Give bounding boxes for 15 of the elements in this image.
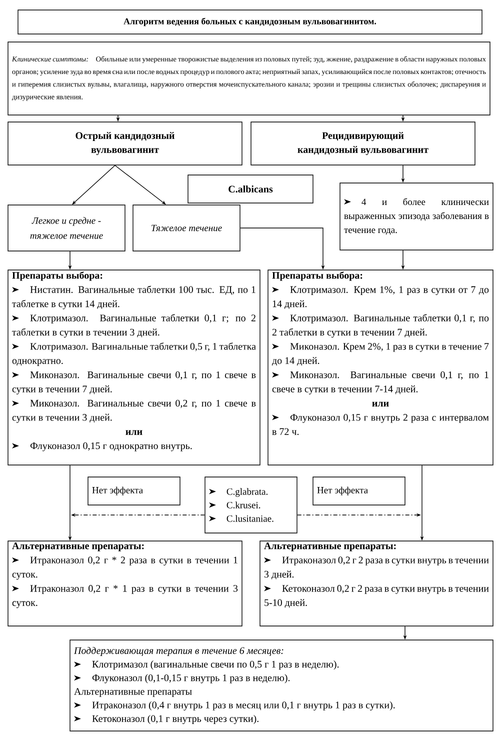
title-box: Алгоритм ведения больных с кандидозным вульвовагинитом. — [18, 10, 482, 34]
treatment-box: Препараты выбора: Клотримазол. Крем 1%, 1 раз в сутки от 7 до 14 дней. Клотримазол. Вагинальные таблетки 0,1 г, по 2 таблетки в сутки в течении 7 дней. Миконазол. Крем 2%, 1 раз в сутки в течение 7 до 14 дней. Миконазол. Вагинальные свечи 0,1 г, по 1 свече в сутки в течении 7-14 дней. или Флуконазол 0,15 г внутрь 2 раза с интервалом в 72 ч. — [268, 270, 494, 466]
result-box: Нет эффекта — [88, 476, 180, 506]
diagnosis-box: Острый кандидозный вульвовагинит — [8, 122, 242, 166]
criteria-box: 4 и более клинически выраженных эпизода заболевания в течение года. — [340, 182, 494, 250]
treatment-box: Альтернативные препараты: Итраконазол 0,2 г 2 раза в сутки внутрь в течении 3 дней. Кетоконазол 0,2 г 2 раза в сутки внутрь в течении 5-10 дней. — [260, 540, 494, 626]
pathogen-box: C.albicans — [188, 174, 314, 204]
result-box: Нет эффекта — [312, 476, 406, 506]
pathogen-list-box: C.glabrata. C.krusei. C.lusitaniae. — [204, 476, 298, 534]
treatment-box: Препараты выбора: Нистатин. Вагинальные таблетки 100 тыс. ЕД, по 1 таблетке в сутки 14 дней. Клотримазол. Вагинальные таблетки 0,1 г; по 2 таблетки в сутки в течении 3 дней. Клотримазол. Вагинальные таблетки 0,5 г, 1 таблетка однократно. Миконазол. Вагинальные свечи 0,1 г, по 1 свече в сутки в течении 7 дней. Миконазол. Вагинальные свечи 0,2 г, по 1 свече в сутки в течении 3 дней. или Флуконазол 0,15 г однократно внутрь. — [8, 270, 260, 466]
treatment-box: Альтернативные препараты: Итраконазол 0,2 г * 2 раза в сутки в течении 1 суток. Итраконазол 0,2 г * 1 раз в сутки в течении 3 суток. — [8, 540, 242, 626]
severity-box: Легкое и средне - тяжелое течение — [8, 204, 126, 252]
diagnosis-box: Рецидивирующий кандидозный вульвовагинит — [250, 122, 476, 166]
severity-box: Тяжелое течение — [132, 204, 240, 252]
therapy-box: Поддерживающая терапия в течение 6 месяцев: Клотримазол (вагинальные свечи по 0,5 г 1 раз в неделю). Флуконазол (0,1-0,15 г внутрь 1 раз в неделю). Альтернативные препараты Итраконазол (0,4 г внутрь 1 раз в месяц или 0,1 г внутрь 1 раз в сутки). Кетоконазол (0,1 г внутрь через сутки). — [70, 640, 494, 732]
